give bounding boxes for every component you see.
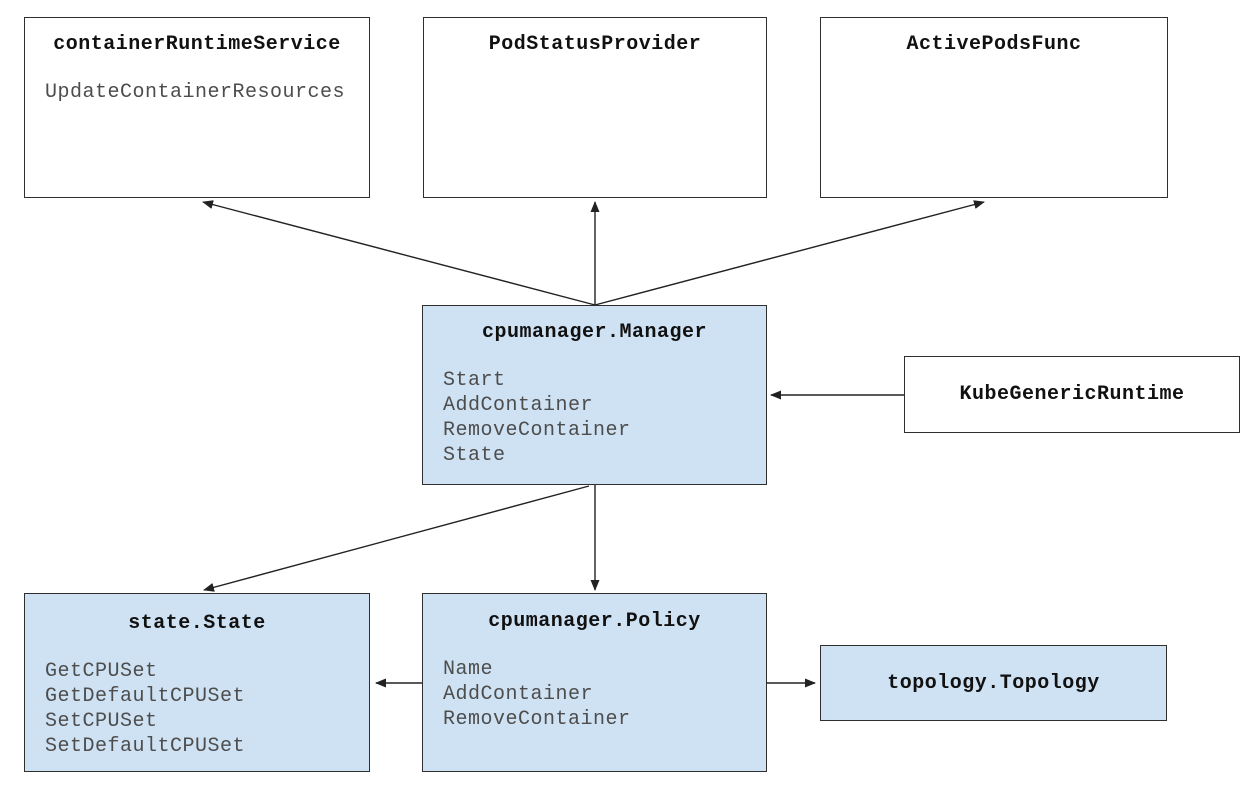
arrow-manager-to-active-pods-func — [594, 200, 985, 306]
method-start: Start — [443, 369, 506, 392]
method-get-cpuset: GetCPUSet — [45, 660, 158, 683]
method-set-default-cpuset: SetDefaultCPUSet — [45, 735, 246, 758]
method-remove-container: RemoveContainer — [443, 708, 631, 731]
box-container-runtime-service-title: containerRuntimeService — [53, 33, 341, 56]
box-cpumanager-policy: cpumanager.Policy Name AddContainer Remo… — [422, 593, 767, 772]
box-kube-generic-runtime-title: KubeGenericRuntime — [959, 383, 1185, 406]
box-pod-status-provider-title: PodStatusProvider — [488, 33, 702, 56]
box-cpumanager-manager-title: cpumanager.Manager — [481, 321, 708, 344]
method-update-container-resources: UpdateContainerResources — [45, 81, 346, 104]
box-container-runtime-service-methods: UpdateContainerResources — [25, 80, 369, 105]
box-active-pods-func: ActivePodsFunc — [820, 17, 1168, 198]
method-set-cpuset: SetCPUSet — [45, 710, 158, 733]
method-name: Name — [443, 658, 494, 681]
method-remove-container: RemoveContainer — [443, 419, 631, 442]
box-state-state: state.State GetCPUSet GetDefaultCPUSet S… — [24, 593, 370, 772]
box-kube-generic-runtime: KubeGenericRuntime — [904, 356, 1240, 433]
method-get-default-cpuset: GetDefaultCPUSet — [45, 685, 246, 708]
method-add-container: AddContainer — [443, 394, 594, 417]
box-topology-topology-title: topology.Topology — [887, 671, 1100, 695]
box-state-state-title: state.State — [128, 612, 266, 635]
method-state: State — [443, 444, 506, 467]
box-topology-topology: topology.Topology — [820, 645, 1167, 721]
arrow-manager-to-state — [203, 485, 590, 592]
box-container-runtime-service: containerRuntimeService UpdateContainerR… — [24, 17, 370, 198]
box-cpumanager-policy-title: cpumanager.Policy — [488, 610, 701, 633]
box-state-state-methods: GetCPUSet GetDefaultCPUSet SetCPUSet Set… — [25, 659, 369, 759]
method-add-container: AddContainer — [443, 683, 594, 706]
box-cpumanager-manager-methods: Start AddContainer RemoveContainer State — [423, 368, 766, 468]
box-cpumanager-manager: cpumanager.Manager Start AddContainer Re… — [422, 305, 767, 485]
box-pod-status-provider: PodStatusProvider — [423, 17, 767, 198]
arrow-manager-to-container-runtime-service — [202, 200, 596, 306]
box-cpumanager-policy-methods: Name AddContainer RemoveContainer — [423, 657, 766, 732]
box-active-pods-func-title: ActivePodsFunc — [906, 33, 1082, 56]
